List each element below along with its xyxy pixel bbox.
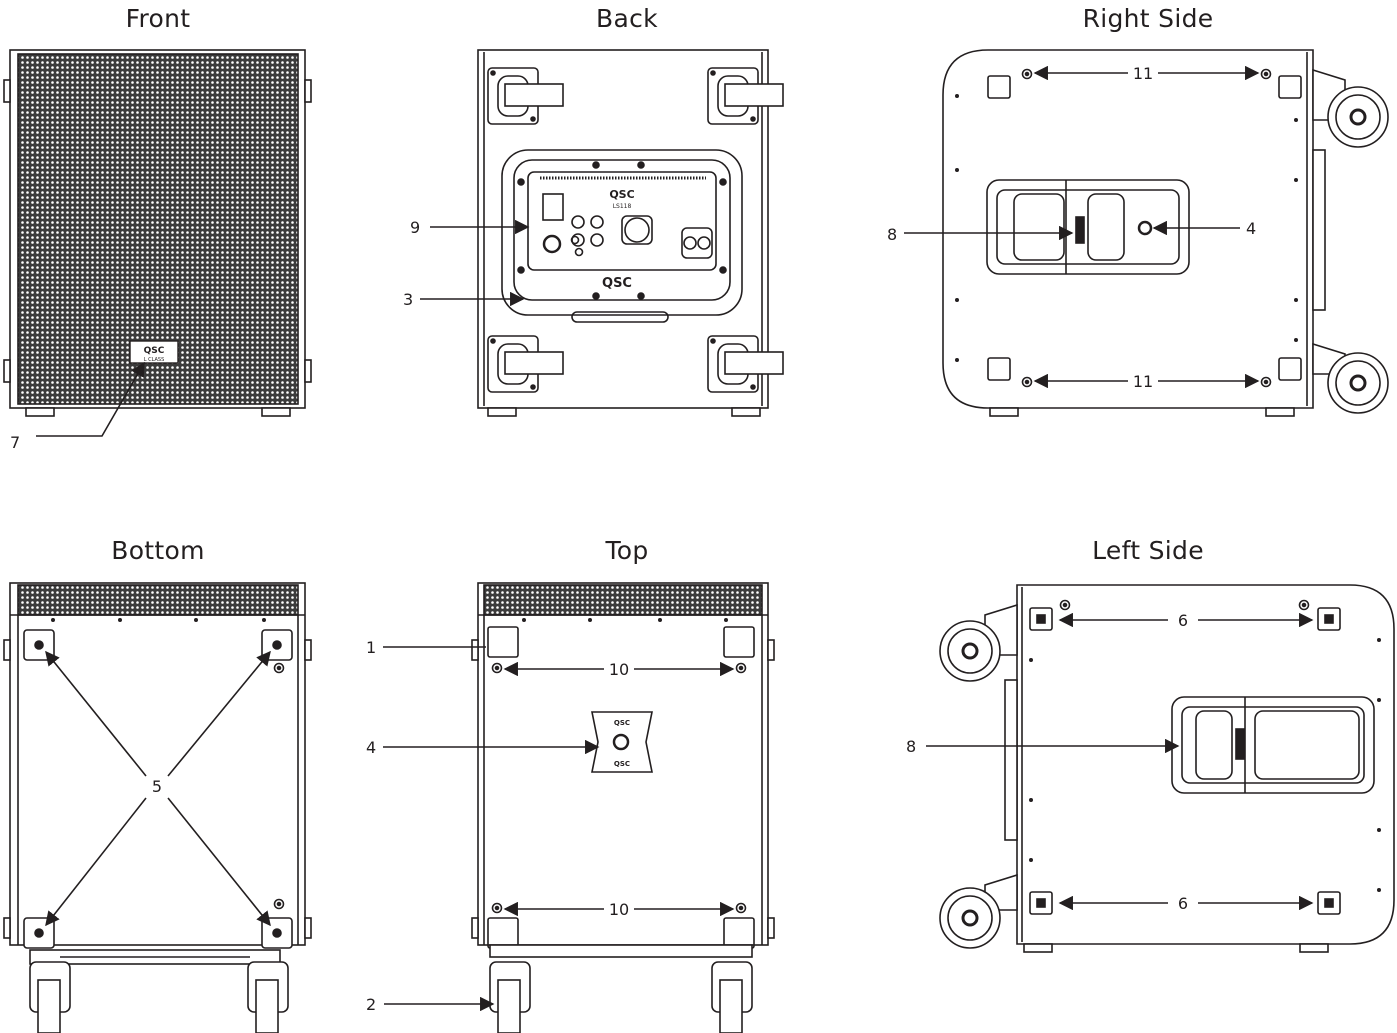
callout-8-right: 8 (887, 225, 897, 244)
callout-3-back: 3 (403, 290, 413, 309)
callout-8-left: 8 (906, 737, 916, 756)
view-title-bottom: Bottom (111, 536, 205, 565)
right-side-view (904, 49, 1389, 417)
left-side-handle (1171, 696, 1375, 794)
top-pole-cup-plate: QSC QSC (591, 711, 653, 773)
back-view: QSC LS118 QSC (420, 49, 784, 417)
front-logo-series: L CLASS (144, 357, 165, 363)
callout-4-right: 4 (1246, 219, 1256, 238)
callout-6-left-top: 6 (1178, 611, 1188, 630)
callout-11-right-bottom: 11 (1133, 372, 1153, 391)
callout-1-top: 1 (366, 638, 376, 657)
callout-2-top: 2 (366, 995, 376, 1014)
right-side-handle (986, 179, 1190, 275)
right-side-caster-bottom (1312, 342, 1389, 414)
view-title-front: Front (125, 4, 191, 33)
front-logo-brand: QSC (144, 346, 165, 356)
back-panel-model: LS118 (613, 203, 632, 210)
back-handle-bottom-left (487, 335, 564, 393)
left-side-caster-bottom (939, 873, 1018, 949)
back-amplifier-panel: QSC LS118 QSC (501, 149, 743, 323)
back-handle-top-right (707, 67, 784, 125)
view-title-top: Top (605, 536, 649, 565)
right-side-caster-top (1312, 68, 1389, 148)
callout-5-bottom: 5 (152, 777, 162, 796)
callout-9-back: 9 (410, 218, 420, 237)
bottom-view (3, 582, 312, 1033)
callout-6-left-bottom: 6 (1178, 894, 1188, 913)
top-plate-logo-upper: QSC (614, 719, 630, 727)
view-title-right-side: Right Side (1082, 4, 1214, 33)
top-view: QSC QSC (383, 582, 775, 1033)
view-title-back: Back (596, 4, 658, 33)
left-side-view (926, 584, 1395, 953)
callout-11-right-top: 11 (1133, 64, 1153, 83)
callout-numbers: 7 9 3 11 11 8 4 5 1 4 2 10 10 6 6 8 (10, 64, 1256, 1014)
back-handle-top-left (487, 67, 564, 125)
front-view: QSC L CLASS (3, 49, 312, 437)
callout-4-top: 4 (366, 738, 376, 757)
callout-7: 7 (10, 433, 20, 452)
top-plate-logo-lower: QSC (614, 760, 630, 768)
view-title-left-side: Left Side (1092, 536, 1204, 565)
callout-10-top-lower: 10 (609, 900, 629, 919)
back-panel-logo: QSC (602, 276, 632, 291)
back-handle-bottom-right (707, 335, 784, 393)
front-logo-badge: QSC L CLASS (129, 340, 179, 364)
back-panel-brand: QSC (609, 188, 634, 201)
left-side-caster-top (939, 603, 1018, 682)
callout-10-top-upper: 10 (609, 660, 629, 679)
